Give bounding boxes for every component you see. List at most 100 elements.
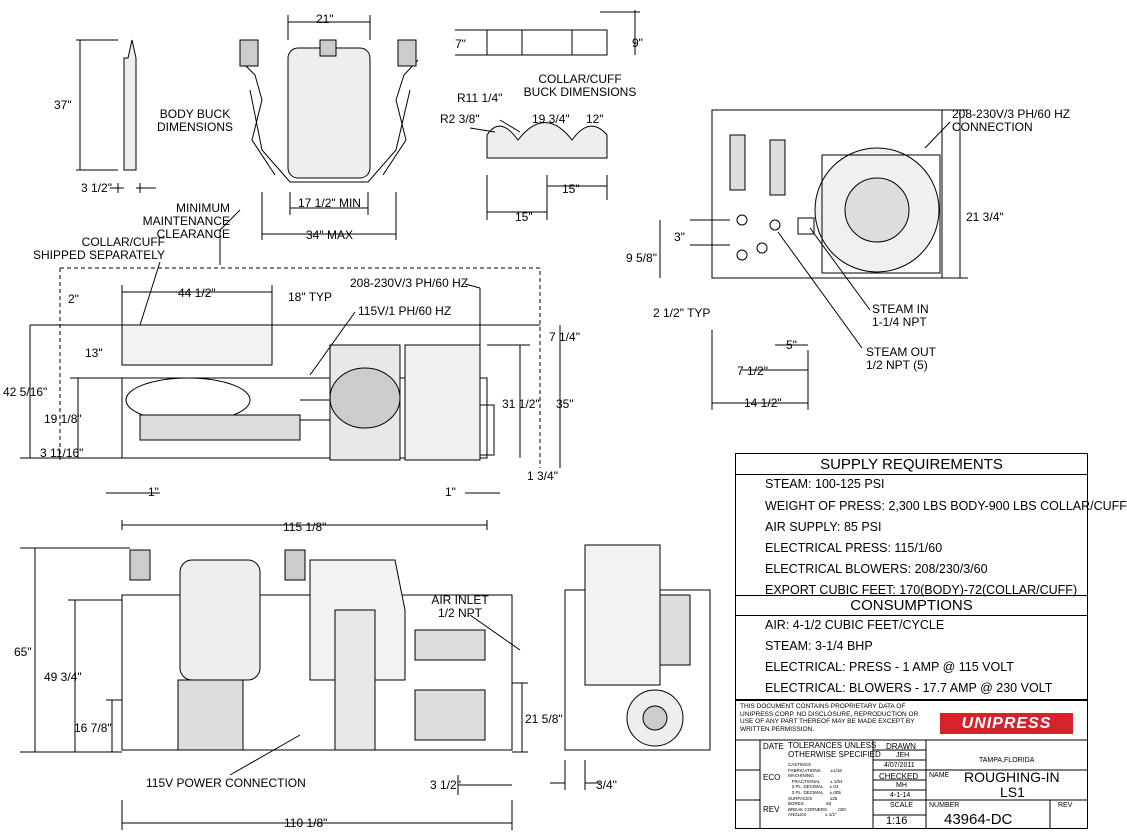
consumption-row: ELECTRICAL: PRESS - 1 AMP @ 115 VOLT <box>765 660 1014 674</box>
title-block: THIS DOCUMENT CONTAINS PROPRIETARY DATA … <box>735 700 1088 829</box>
dim-42-5-16: 42 5/16" <box>3 385 48 399</box>
supply-row: EXPORT CUBIC FEET: 170(BODY)-72(COLLAR/C… <box>765 583 1078 597</box>
connection-label: 208-230V/3 PH/60 HZ CONNECTION <box>952 108 1097 134</box>
body-buck-front <box>239 15 419 240</box>
consumption-row: STEAM: 3-1/4 BHP <box>765 639 873 653</box>
checked-date: 4-1-14 <box>890 792 911 799</box>
clearance-text: MINIMUM MAINTENANCE CLEARANCE <box>142 201 230 241</box>
dim-37: 37" <box>54 98 72 112</box>
dim-15a: 15" <box>562 182 580 196</box>
date-label: DATE <box>763 742 784 751</box>
dim-1-34: 1 3/4" <box>527 469 558 483</box>
location: TAMPA,FLORIDA <box>979 757 1035 764</box>
proprietary-notice: THIS DOCUMENT CONTAINS PROPRIETARY DATA … <box>740 703 919 733</box>
dim-7: 7" <box>455 37 466 51</box>
drawing-name: ROUGHING-IN <box>964 769 1060 785</box>
tolerances-label: TOLERANCES UNLESS OTHERWISE SPECIFIED <box>788 741 881 759</box>
dim-35: 35" <box>556 397 574 411</box>
power-208-label: 208-230V/3 PH/60 HZ <box>350 276 469 290</box>
body-buck-text: BODY BUCK DIMENSIONS <box>156 107 233 134</box>
body-buck-label: BODY BUCK DIMENSIONS <box>155 108 235 134</box>
supply-row: AIR SUPPLY: 85 PSI <box>765 520 882 534</box>
drawn-date: 4/07/2011 <box>884 762 915 769</box>
dim-2: 2" <box>68 292 79 306</box>
air-inlet-label: AIR INLET 1/2 NPT <box>425 594 495 620</box>
dim-21-34: 21 3/4" <box>966 210 1004 224</box>
body-buck-profile <box>76 39 156 193</box>
name-label: NAME <box>929 772 950 779</box>
power-conn-label: 115V POWER CONNECTION <box>146 776 306 790</box>
collar-cuff-top <box>455 10 640 56</box>
drawing-canvas <box>20 10 1088 830</box>
dim-49-34: 49 3/4" <box>44 670 82 684</box>
supply-row: ELECTRICAL PRESS: 115/1/60 <box>765 541 943 555</box>
collar-shipped-label: COLLAR/CUFF SHIPPED SEPARATELY <box>30 236 165 262</box>
steam-in-label: STEAM IN 1-1/4 NPT <box>872 303 952 329</box>
dim-21-58: 21 5/8" <box>525 712 563 726</box>
checked-by: MH <box>896 782 907 789</box>
divider <box>736 595 1087 596</box>
power-115-label: 115V/1 PH/60 HZ <box>358 304 452 318</box>
tolerance-values: CASTINGS FABRICATIONS ±1/16 MACHINING FR… <box>788 762 846 818</box>
consumption-row: ELECTRICAL: BLOWERS - 17.7 AMP @ 230 VOL… <box>765 681 1053 695</box>
dim-12: 12" <box>586 112 604 126</box>
dim-5: 5" <box>786 338 797 352</box>
top-view-machine <box>20 285 561 530</box>
connection-text: 208-230V/3 PH/60 HZ CONNECTION <box>952 107 1071 134</box>
supply-row: STEAM: 100-125 PSI <box>765 477 885 491</box>
steam-out-label: STEAM OUT 1/2 NPT (5) <box>866 346 956 372</box>
dim-115-18: 115 1/8" <box>283 520 327 534</box>
dim-19-18: 19 1/8" <box>44 412 82 426</box>
dim-3: 3" <box>674 230 685 244</box>
scale-value: 1:16 <box>886 815 908 827</box>
unipress-logo: UNIPRESS <box>940 713 1073 734</box>
dim-21: 21" <box>316 12 334 26</box>
rev-label: REV <box>763 805 780 814</box>
front-view-machine <box>20 547 528 830</box>
steam-in-text: STEAM IN 1-1/4 NPT <box>872 302 929 329</box>
drawn-by: JEH <box>896 752 910 759</box>
number-label: NUMBER <box>929 802 960 809</box>
eco-label: ECO <box>763 773 781 782</box>
dim-18-typ: 18" TYP <box>288 290 333 304</box>
scale-label: SCALE <box>890 802 913 809</box>
divider <box>736 474 1087 475</box>
air-inlet-text: AIR INLET 1/2 NPT <box>431 593 489 620</box>
dim-9: 9" <box>632 36 643 50</box>
end-view-machine <box>550 544 711 790</box>
supply-title: SUPPLY REQUIREMENTS <box>820 456 1003 473</box>
drawing-number: 43964-DC <box>944 811 1013 828</box>
collar-cuff-profile <box>469 119 608 220</box>
rev-label-2: REV <box>1058 802 1073 809</box>
dim-17-half-min: 17 1/2" MIN <box>298 196 361 210</box>
dim-44-half: 44 1/2" <box>178 286 216 300</box>
dim-65: 65" <box>14 645 32 659</box>
dim-1a: 1" <box>148 485 159 499</box>
clearance-label: MINIMUM MAINTENANCE CLEARANCE <box>95 202 230 241</box>
side-view-machine <box>659 109 968 410</box>
dim-r11: R11 1/4" <box>457 91 503 105</box>
collar-shipped-text: COLLAR/CUFF SHIPPED SEPARATELY <box>32 235 165 262</box>
collar-cuff-label: COLLAR/CUFF BUCK DIMENSIONS <box>515 73 645 99</box>
dim-r2: R2 3/8" <box>440 112 480 126</box>
dim-19-34: 19 3/4" <box>532 112 570 126</box>
dim-2-12-typ: 2 1/2" TYP <box>653 306 711 320</box>
dim-3-11-16: 3 11/16" <box>40 446 84 460</box>
requirements-table: SUPPLY REQUIREMENTS STEAM: 100-125 PSI W… <box>735 453 1127 700</box>
dim-13: 13" <box>85 346 103 360</box>
dim-1b: 1" <box>445 485 456 499</box>
dim-34-max: 34" MAX <box>306 228 353 242</box>
dim-15b: 15" <box>515 210 533 224</box>
dim-7-14: 7 1/4" <box>549 330 580 344</box>
drawn-label: DRAWN <box>886 742 916 751</box>
dim-14-12: 14 1/2" <box>744 396 782 410</box>
dim-110-18: 110 1/8" <box>284 816 328 830</box>
dim-7-12: 7 1/2" <box>737 364 768 378</box>
dim-3-12: 3 1/2" <box>430 778 461 792</box>
consumptions-title: CONSUMPTIONS <box>850 597 973 614</box>
consumption-row: AIR: 4-1/2 CUBIC FEET/CYCLE <box>765 618 945 632</box>
collar-cuff-text: COLLAR/CUFF BUCK DIMENSIONS <box>523 72 637 99</box>
clearance-outline <box>59 267 541 468</box>
steam-out-text: STEAM OUT 1/2 NPT (5) <box>866 345 937 372</box>
drawing-subname: LS1 <box>1000 784 1025 800</box>
